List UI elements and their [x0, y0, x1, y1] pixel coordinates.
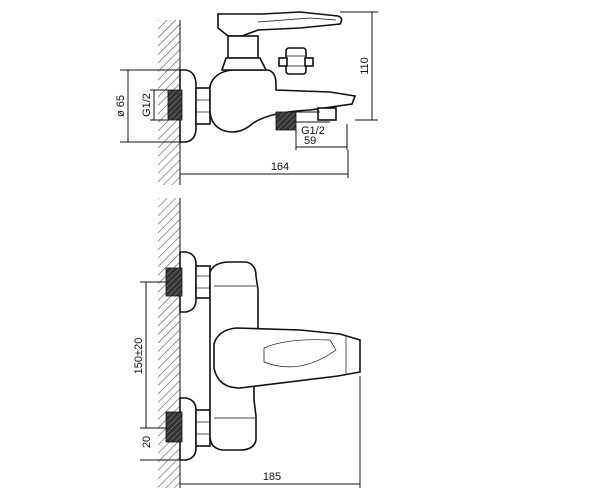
front-spout	[213, 327, 361, 389]
dim-width: 185	[263, 471, 281, 483]
dim-centers: 150±20	[133, 338, 145, 375]
front-spout-inner	[263, 339, 337, 368]
side-spout-thread	[275, 111, 297, 131]
dim-height: 110	[359, 57, 371, 75]
dim-spout-distance: 59	[304, 135, 316, 147]
side-diverter-knob	[285, 47, 307, 75]
dim-diameter: ø 65	[115, 95, 127, 117]
side-spout-outlet	[317, 107, 337, 121]
side-wall-thread	[167, 89, 183, 121]
front-view: 150±20 20 185	[133, 198, 361, 488]
front-wall-hatch	[158, 198, 180, 488]
side-view: ø 65 G1/2 110 G1/2 59 164	[115, 11, 378, 185]
side-lever-handle	[217, 11, 343, 37]
side-nut	[195, 87, 211, 125]
dim-offset: 20	[141, 436, 153, 448]
front-upper-flange	[179, 251, 197, 313]
front-lower-flange	[179, 397, 197, 461]
dim-depth: 164	[271, 161, 289, 173]
side-wall-flange	[179, 69, 197, 143]
dim-thread-wall: G1/2	[141, 93, 153, 117]
dim-thread-spout: G1/2	[301, 125, 325, 137]
side-cartridge	[227, 35, 259, 59]
